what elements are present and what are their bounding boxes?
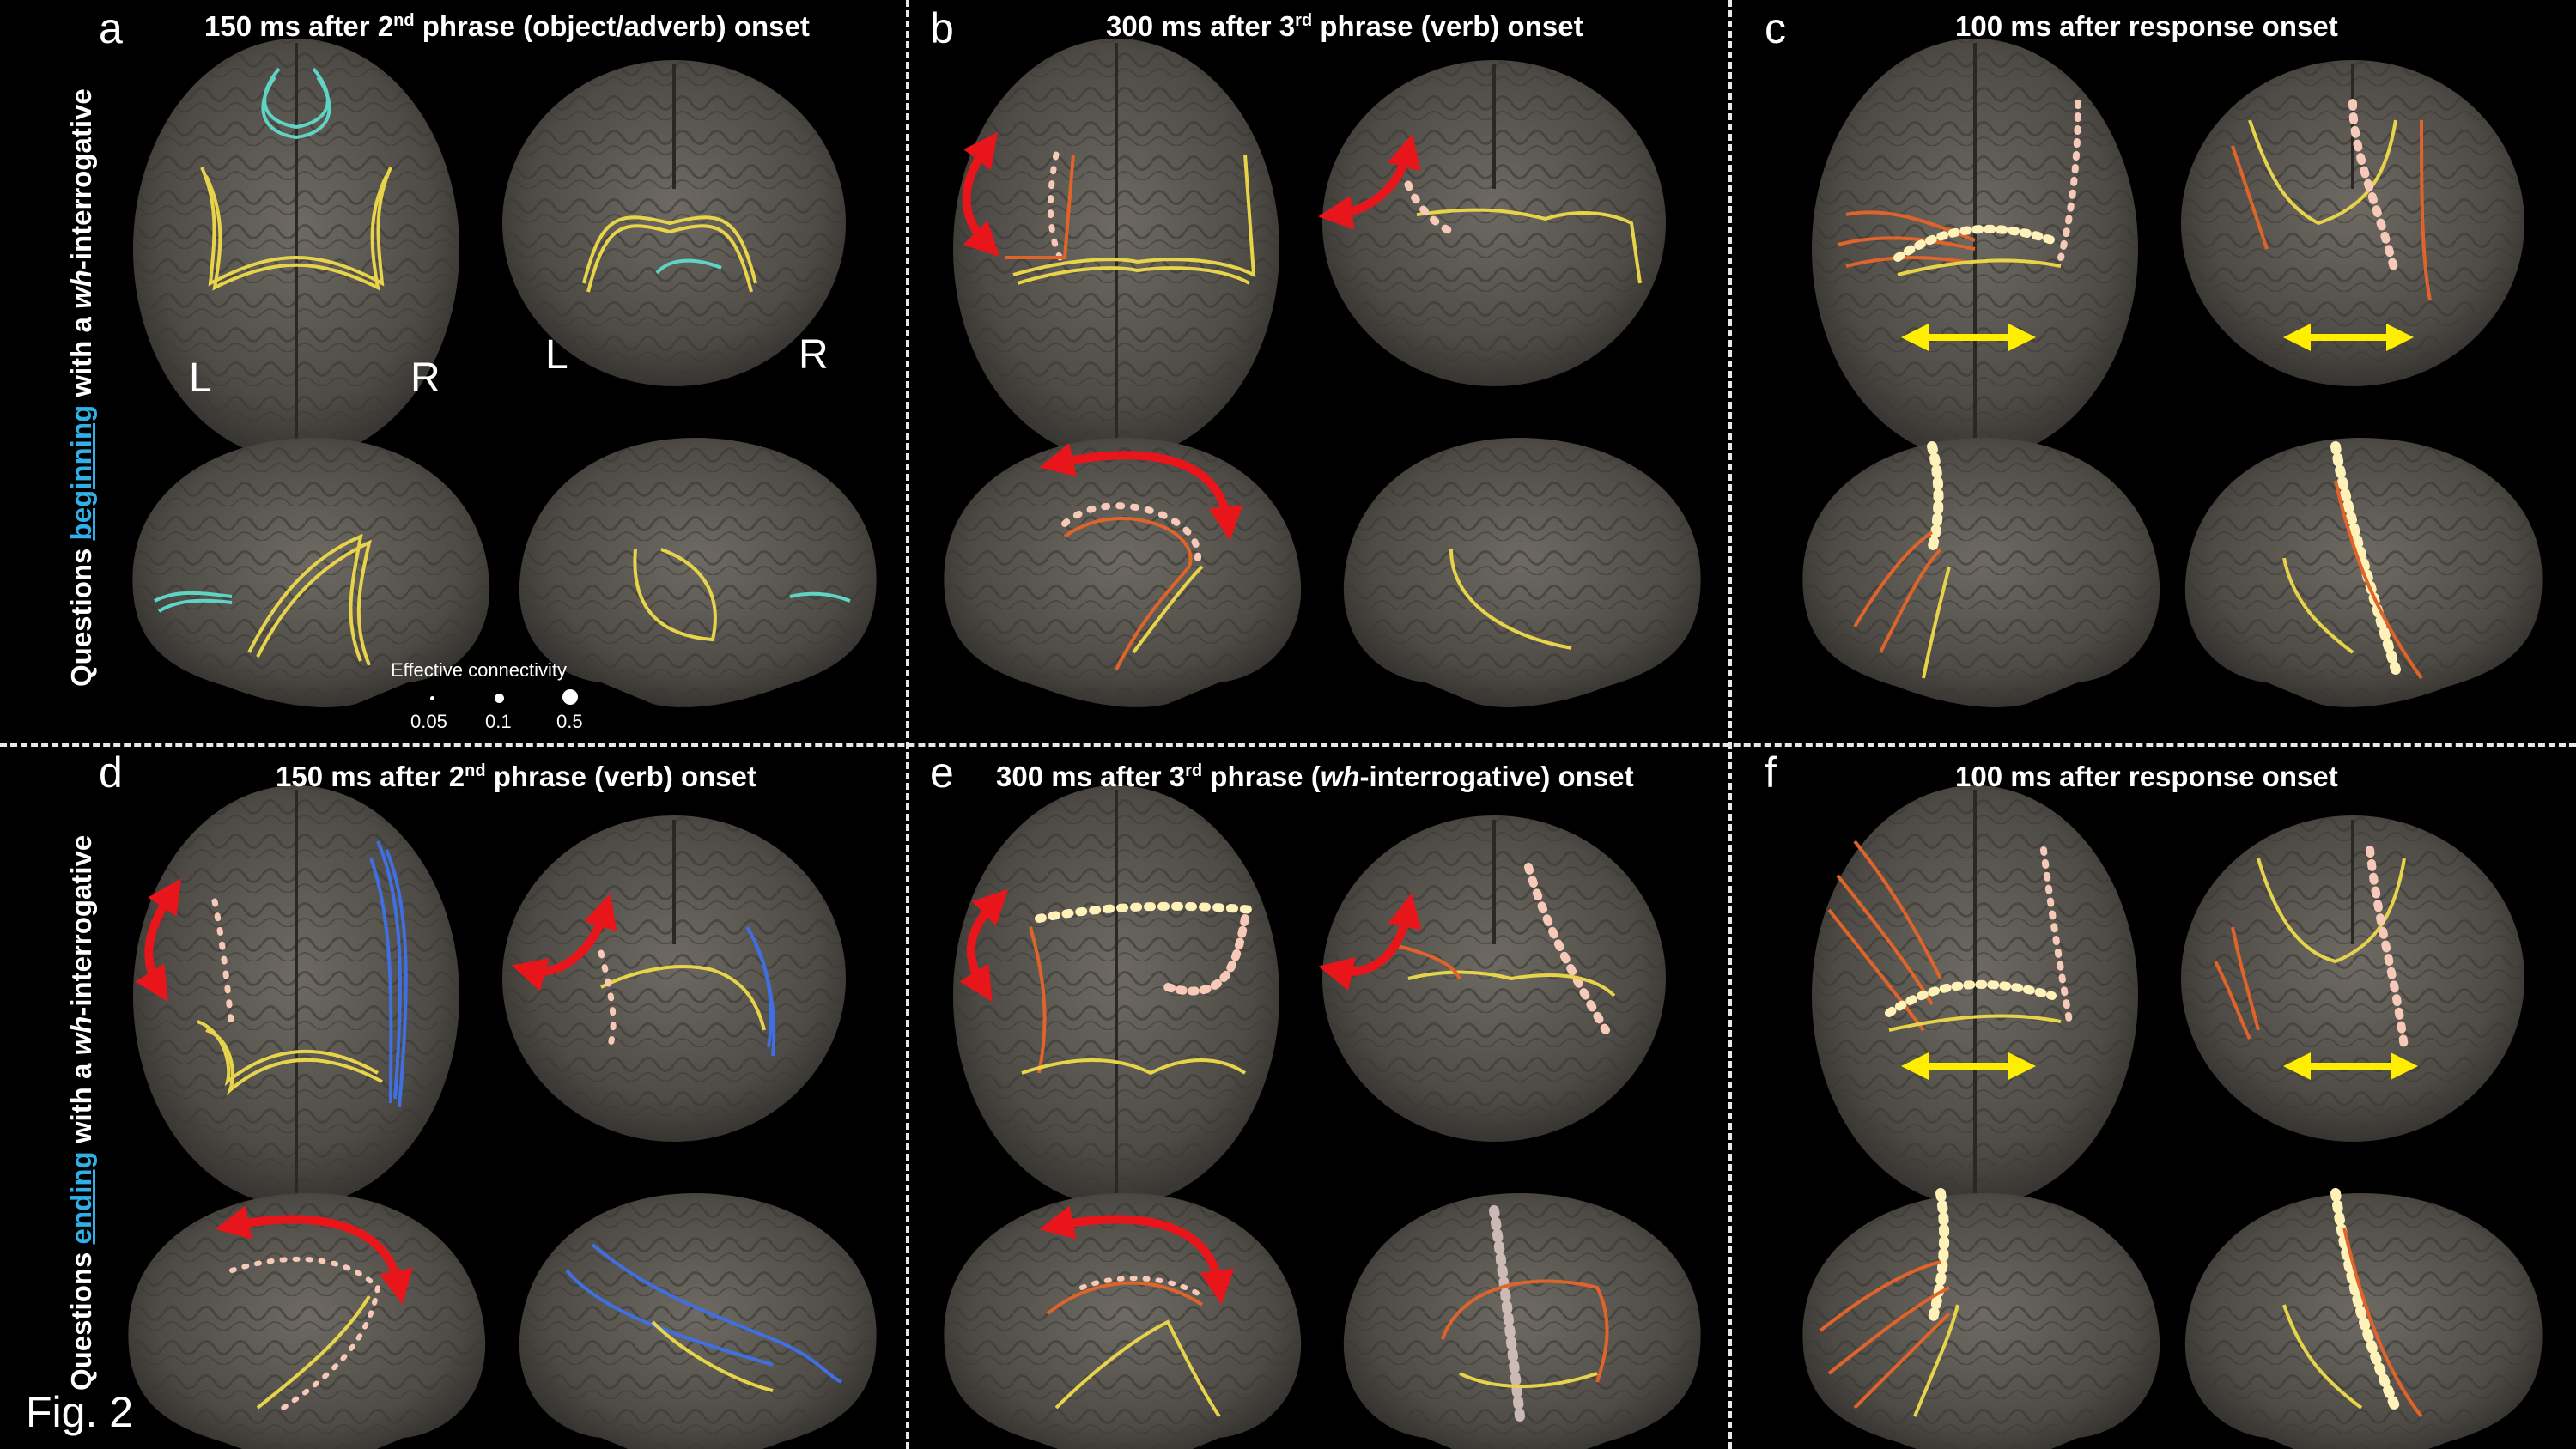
panel-title-d-sup: nd: [465, 761, 486, 780]
panel-title-b: 300 ms after 3rd phrase (verb) onset: [1106, 12, 1583, 40]
panel-divider-vertical-2: [1728, 0, 1732, 1449]
row-label-bottom-post: -interrogative: [65, 834, 97, 1016]
row-label-top-wh: wh: [65, 270, 97, 309]
legend-dot-medium: [495, 694, 504, 703]
panel-title-d-post: phrase (verb) onset: [485, 761, 756, 792]
panel-title-a-sup: nd: [393, 11, 415, 30]
row-label-bottom: Questions ending with a wh-interrogative: [65, 834, 97, 1391]
legend-value-small: 0.05: [410, 711, 447, 732]
panel-title-e: 300 ms after 3rd phrase (wh-interrogativ…: [996, 762, 1634, 791]
panel-title-f: 100 ms after response onset: [1955, 761, 2338, 792]
row-label-top-post: -interrogative: [65, 88, 97, 270]
row-label-top-highlight: beginning: [65, 404, 97, 541]
hemisphere-label-right-coronal: R: [799, 332, 829, 378]
hemisphere-label-left-axial: L: [189, 355, 212, 401]
panel-title-e-wh: wh: [1320, 761, 1360, 792]
row-label-top: Questions beginning with a wh-interrogat…: [65, 88, 97, 687]
hemisphere-label-right-axial: R: [410, 355, 440, 401]
panel-letter-e: e: [930, 749, 954, 797]
panel-divider-horizontal: [0, 743, 2576, 747]
panel-title-d-pre: 150 ms after 2: [276, 761, 465, 792]
legend-dot-small: [430, 696, 434, 700]
panel-letter-f: f: [1765, 749, 1777, 797]
legend-title: Effective connectivity: [391, 659, 568, 681]
row-label-top-mid: with a: [65, 308, 97, 405]
row-label-bottom-highlight: ending: [65, 1151, 97, 1245]
panel-letter-b: b: [930, 4, 954, 52]
figure-label: Fig. 2: [26, 1388, 134, 1436]
panel-title-b-sup: rd: [1295, 11, 1313, 30]
panel-letter-d: d: [99, 749, 123, 797]
row-label-bottom-pre: Questions: [65, 1244, 97, 1391]
panel-title-e-sup: rd: [1185, 761, 1203, 780]
panel-title-a-pre: 150 ms after 2: [204, 10, 394, 42]
legend-value-large: 0.5: [556, 711, 583, 732]
panel-title-b-post: phrase (verb) onset: [1312, 10, 1583, 42]
panel-letter-a: a: [99, 4, 123, 52]
panel-title-e-post: phrase (: [1202, 761, 1321, 792]
panel-divider-vertical-1: [906, 0, 909, 1449]
panel-title-a-post: phrase (object/adverb) onset: [414, 10, 810, 42]
panel-title-c: 100 ms after response onset: [1955, 10, 2338, 42]
panel-title-e-pre: 300 ms after 3: [996, 761, 1186, 792]
panel-title-a: 150 ms after 2nd phrase (object/adverb) …: [204, 12, 810, 40]
hemisphere-label-left-coronal: L: [545, 332, 568, 378]
panel-title-e-end: -interrogative) onset: [1359, 761, 1634, 792]
legend-dot-large: [562, 689, 578, 705]
legend-value-medium: 0.1: [485, 711, 512, 732]
row-label-top-pre: Questions: [65, 540, 97, 687]
panel-title-d: 150 ms after 2nd phrase (verb) onset: [276, 762, 756, 791]
panel-title-b-pre: 300 ms after 3: [1106, 10, 1296, 42]
panel-letter-c: c: [1765, 4, 1786, 52]
row-label-bottom-wh: wh: [65, 1016, 97, 1056]
row-label-bottom-mid: with a: [65, 1055, 97, 1152]
